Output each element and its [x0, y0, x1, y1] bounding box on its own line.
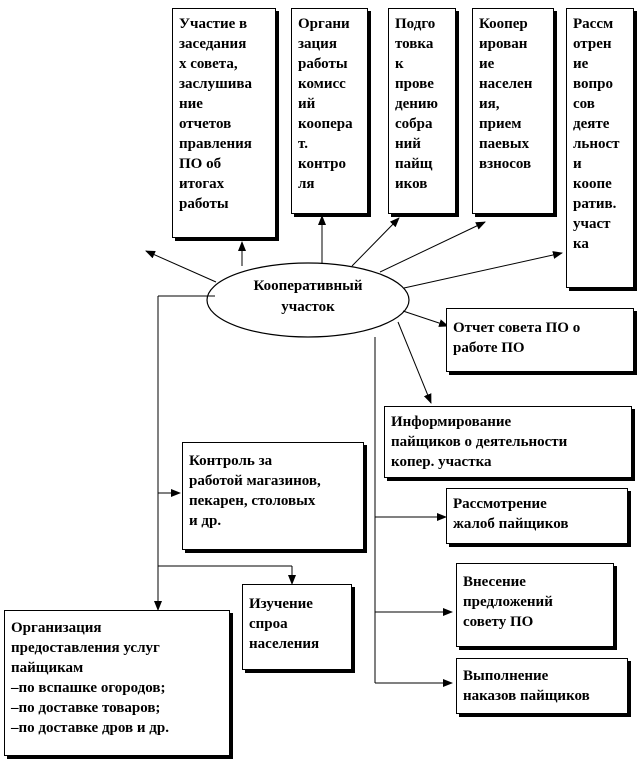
right-box-complaints: Рассмотрение жалоб пайщиков	[446, 488, 628, 544]
top-box-review-issues: Рассм отрен ие вопро сов деяте льност и …	[566, 8, 634, 288]
left-box-store-control: Контроль за работой магазинов, пекарен, …	[182, 442, 364, 550]
top-box-commissions: Органи зация работы комисс ий коопера т.…	[291, 8, 368, 214]
arrow-left-offpage	[145, 250, 217, 283]
arrow-right-1	[402, 310, 449, 327]
top-box-council-meetings: Участие в заседания х совета, заслушива …	[172, 8, 276, 238]
center-ellipse	[206, 262, 410, 338]
arrow-right-2	[397, 321, 432, 404]
right-box-proposals: Внесение предложений совету ПО	[456, 563, 614, 647]
top-box-meeting-prep: Подго товка к прове дению собра ний пайщ…	[388, 8, 456, 214]
left-box-demand-study: Изучение спроа населения	[242, 584, 352, 670]
arrow-top-5	[403, 251, 563, 289]
right-box-mandates: Выполнение наказов пайщиков	[456, 658, 628, 714]
arrow-top-3	[351, 217, 400, 267]
arrow-top-4	[379, 221, 486, 273]
right-box-informing: Информирование пайщиков о деятельности к…	[384, 406, 632, 478]
right-box-council-report: Отчет совета ПО о работе ПО	[446, 308, 634, 372]
top-box-cooperation: Коопер ирован ие населен ия, прием паевы…	[472, 8, 554, 214]
left-box-services: Организация предоставления услуг пайщика…	[4, 610, 230, 756]
center-label: Кооперативный участок	[253, 278, 363, 315]
